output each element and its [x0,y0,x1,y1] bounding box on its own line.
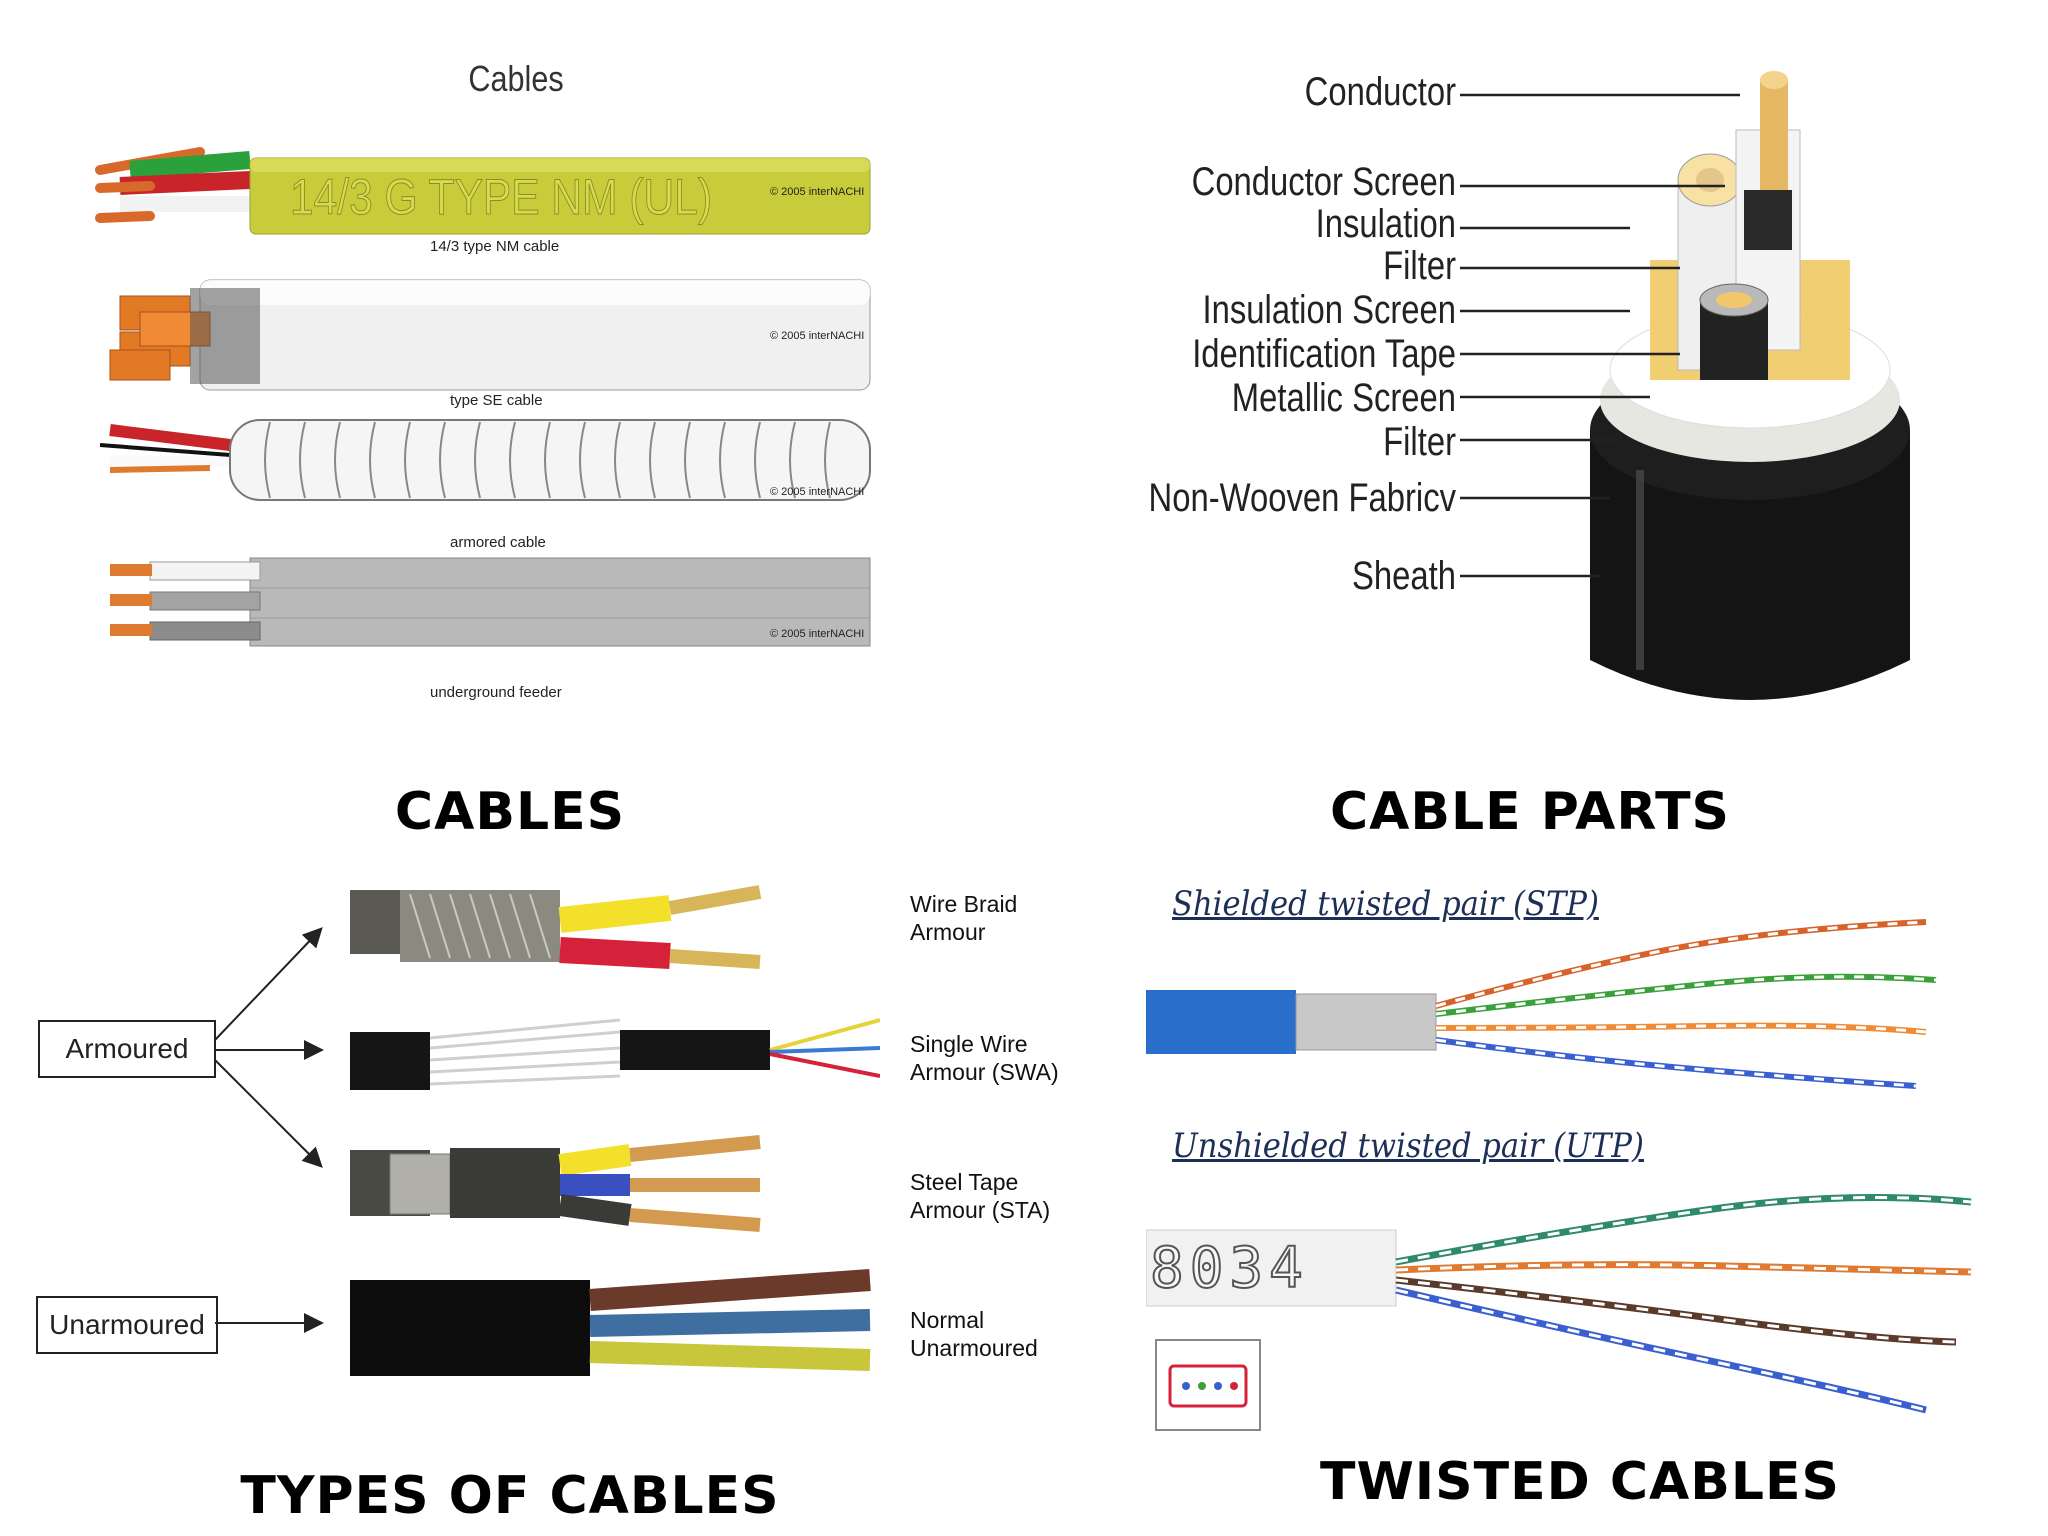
label-sta-line2: Armour (STA) [910,1197,1051,1223]
unarmoured-cable [350,1269,871,1376]
stp-title: Shielded twisted pair (STP) [1172,884,1599,924]
label-swa-line2: Armour (SWA) [910,1059,1059,1085]
part-label-insulation-screen: Insulation Screen [1202,288,1456,332]
cable-cross-section [1590,71,1910,700]
armored-cable [99,419,871,501]
unarmoured-box: Unarmoured [36,1296,218,1354]
part-label-insulation: Insulation [1315,202,1456,246]
part-label-metallic-screen: Metallic Screen [1231,376,1456,420]
utp-cable [1146,1194,1972,1414]
wire-braid-cable [350,885,762,969]
label-wire-braid: Wire Braid Armour [910,890,1017,946]
nm-cable-caption: 14/3 type NM cable [430,238,560,255]
se-cable-caption: type SE cable [450,392,543,409]
utp-title: Unshielded twisted pair (UTP) [1172,1126,1644,1166]
part-label-conductor-screen: Conductor Screen [1191,160,1456,204]
part-label-non-woven-fabric: Non-Wooven Fabricv [1148,476,1456,520]
heading-cable-parts: CABLE PARTS [1329,782,1730,842]
rj45-connector-icon [1155,1339,1261,1431]
label-sta-line1: Steel Tape [910,1169,1019,1195]
types-cable-illustrations [350,885,880,1376]
twisted-cables-illustration [1146,919,1972,1431]
nm-cable [95,147,871,235]
label-sta: Steel Tape Armour (STA) [910,1168,1050,1224]
part-label-filter-2: Filter [1383,420,1456,464]
nm-cable-copyright: © 2005 interNACHI [770,186,865,198]
heading-cables: CABLES [394,782,626,842]
cables-panel: Cables [90,40,890,701]
cables-illustration [95,147,871,647]
cables-panel-title: Cables [468,58,564,99]
sta-cable [350,1135,761,1232]
part-label-filter: Filter [1383,244,1456,288]
heading-twisted-cables: TWISTED CABLES [1319,1452,1841,1512]
armoured-box: Armoured [38,1020,216,1078]
part-label-identification-tape: Identification Tape [1192,332,1456,376]
part-label-conductor: Conductor [1304,70,1456,114]
types-arrows [214,927,324,1333]
label-wire-braid-line1: Wire Braid [910,891,1018,917]
part-label-sheath: Sheath [1352,554,1456,598]
stp-cable [1146,919,1937,1089]
feeder-cable-caption: underground feeder [430,684,562,701]
armored-cable-copyright: © 2005 interNACHI [770,486,865,498]
label-swa-line1: Single Wire [910,1031,1028,1057]
label-normal: Normal Unarmoured [910,1306,1038,1362]
se-cable [109,279,871,391]
feeder-cable-copyright: © 2005 interNACHI [770,628,865,640]
swa-cable [350,1018,880,1090]
underground-feeder-cable [110,557,871,647]
utp-cable-print: 8034 [1149,1235,1309,1302]
nm-cable-print: 14/3 G TYPE NM (UL) [290,169,713,226]
label-wire-braid-line2: Armour [910,919,986,945]
label-swa: Single Wire Armour (SWA) [910,1030,1059,1086]
armored-cable-caption: armored cable [450,534,546,551]
cable-parts-leader-lines [1460,93,1740,578]
heading-types-of-cables: TYPES OF CABLES [240,1466,780,1526]
se-cable-copyright: © 2005 interNACHI [770,330,865,342]
label-normal-line2: Unarmoured [910,1335,1038,1361]
label-normal-line1: Normal [910,1307,985,1333]
